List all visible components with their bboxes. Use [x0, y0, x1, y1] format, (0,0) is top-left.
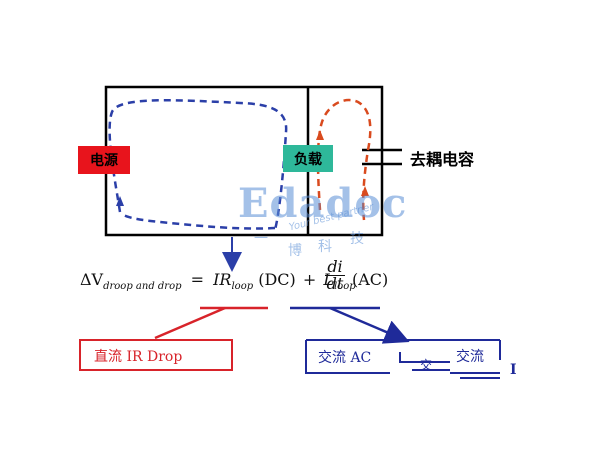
ac-box-outline: [305, 339, 501, 374]
blue-current-loop: [108, 98, 288, 231]
eq-fraction: di dt: [325, 259, 345, 292]
ac-fragment-1: 交: [420, 358, 433, 372]
ac-connector: [329, 306, 410, 344]
eq-sub-loop2: loop: [333, 281, 356, 293]
source-label: 电源: [78, 146, 130, 174]
red-current-loop: [316, 98, 372, 221]
red-loop-arrowhead-right: [361, 186, 369, 196]
eq-fraction-bar: [325, 275, 345, 276]
blue-loop-arrowhead: [116, 196, 124, 206]
eq-ac: (AC): [352, 270, 389, 289]
eq-dc: (DC): [258, 270, 296, 289]
ac-fragment-2: 交流: [456, 349, 484, 365]
equation: ΔVdroop and drop = IRloop (DC) + Lloop: [80, 270, 356, 292]
ac-box-overlap: [399, 352, 500, 379]
eq-equals: =: [190, 270, 204, 289]
capacitor-label: 去耦电容: [410, 150, 475, 169]
ac-box-label: 交流 AC: [318, 350, 372, 366]
eq-delta: ΔV: [80, 270, 104, 289]
load-label: 负载: [283, 145, 333, 172]
circuit-outline: [104, 85, 384, 237]
blue-loop-bottom: [121, 212, 276, 230]
dc-box: [79, 339, 233, 371]
eq-sub-loop1: loop: [231, 281, 254, 293]
eq-plus: +: [302, 270, 317, 289]
eq-dt: dt: [326, 274, 344, 293]
eq-l: L: [323, 270, 334, 289]
eq-sub-droop: droop and drop: [103, 281, 182, 293]
red-loop-arrowhead-left: [316, 130, 324, 140]
eq-ir: IR: [213, 270, 232, 289]
dc-box-label: 直流 IR Drop: [94, 349, 183, 365]
dc-connector: [154, 306, 226, 340]
eq-di: di: [327, 257, 343, 276]
ac-fragment-3: I: [510, 362, 517, 378]
